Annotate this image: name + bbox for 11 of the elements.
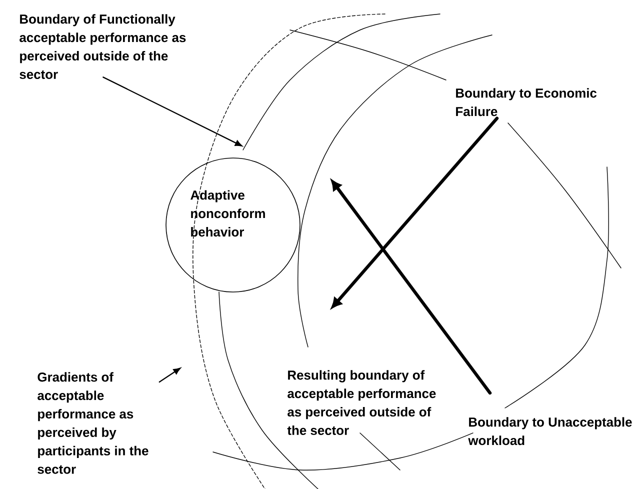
boundary-arc (242, 14, 440, 150)
leader-line (158, 368, 181, 383)
label-text: Resulting boundary of acceptable performance as perceived outside of the sector (287, 370, 436, 435)
leader-line (102, 76, 242, 146)
label-text: Boundary to Economic Failure (456, 88, 597, 116)
arrow (332, 116, 499, 308)
circle-node: Adaptive nonconform behavior (166, 158, 300, 292)
arrow (331, 180, 492, 395)
label-text: Gradients of acceptable performance as perceived by participants in the sector (38, 372, 148, 474)
label-text: Boundary of Functionally acceptable performance as perceived outside of the sector (20, 14, 186, 79)
label-text: Boundary to Unacceptable workload (468, 417, 632, 446)
